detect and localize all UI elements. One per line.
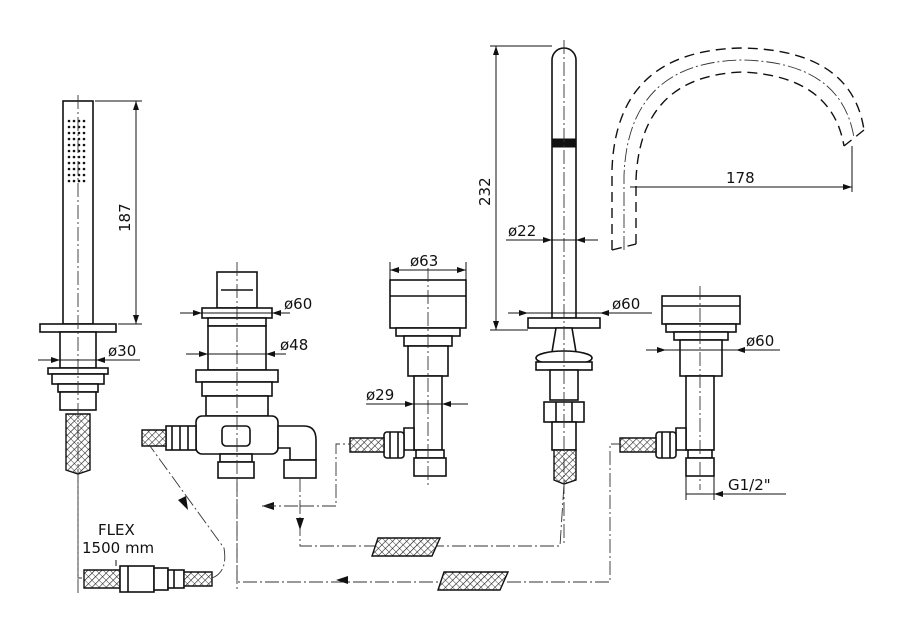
diverter-assembly: [141, 262, 317, 590]
label-d48: ø48: [280, 336, 308, 354]
dimension-hand-shower-diameter: ø30: [38, 342, 140, 363]
dimension-hand-shower-height: 187: [95, 100, 142, 325]
spout-rotation-outline: [611, 47, 865, 251]
right-valve: [619, 286, 741, 490]
label-d63: ø63: [410, 252, 438, 270]
label-232: 232: [476, 177, 494, 206]
label-flex: FLEX: [98, 521, 135, 539]
dimension-spout-height: 232: [476, 45, 552, 331]
spout-assembly: [527, 40, 601, 545]
label-d22: ø22: [508, 222, 536, 240]
connection-lines: [77, 443, 620, 591]
label-g12: G1/2": [728, 476, 771, 494]
hand-shower: [39, 95, 117, 595]
label-187: 187: [116, 203, 134, 232]
dimension-spout-diameter: ø22: [506, 222, 598, 243]
dimension-spout-base: ø60: [508, 295, 652, 316]
dimension-valve-top: ø63: [389, 252, 467, 280]
flex-hose: FLEX 1500 mm: [82, 521, 213, 593]
dimension-diverter-top: ø60: [180, 295, 312, 316]
label-d29: ø29: [366, 386, 394, 404]
label-d60-right: ø60: [746, 332, 774, 350]
dimension-diverter-body: ø48: [186, 336, 308, 357]
dimension-right-valve: ø60: [646, 332, 780, 353]
dimension-thread: G1/2": [685, 476, 786, 500]
label-d60-diverter: ø60: [284, 295, 312, 313]
mixing-valve: [349, 268, 467, 486]
label-d60-spout: ø60: [612, 295, 640, 313]
dimension-spout-reach: 178: [630, 146, 853, 192]
label-178: 178: [726, 169, 755, 187]
label-d30: ø30: [108, 342, 136, 360]
label-flex-length: 1500 mm: [82, 539, 154, 557]
shower-nozzle-dots: [67, 119, 86, 183]
dimension-valve-body: ø29: [366, 386, 468, 407]
